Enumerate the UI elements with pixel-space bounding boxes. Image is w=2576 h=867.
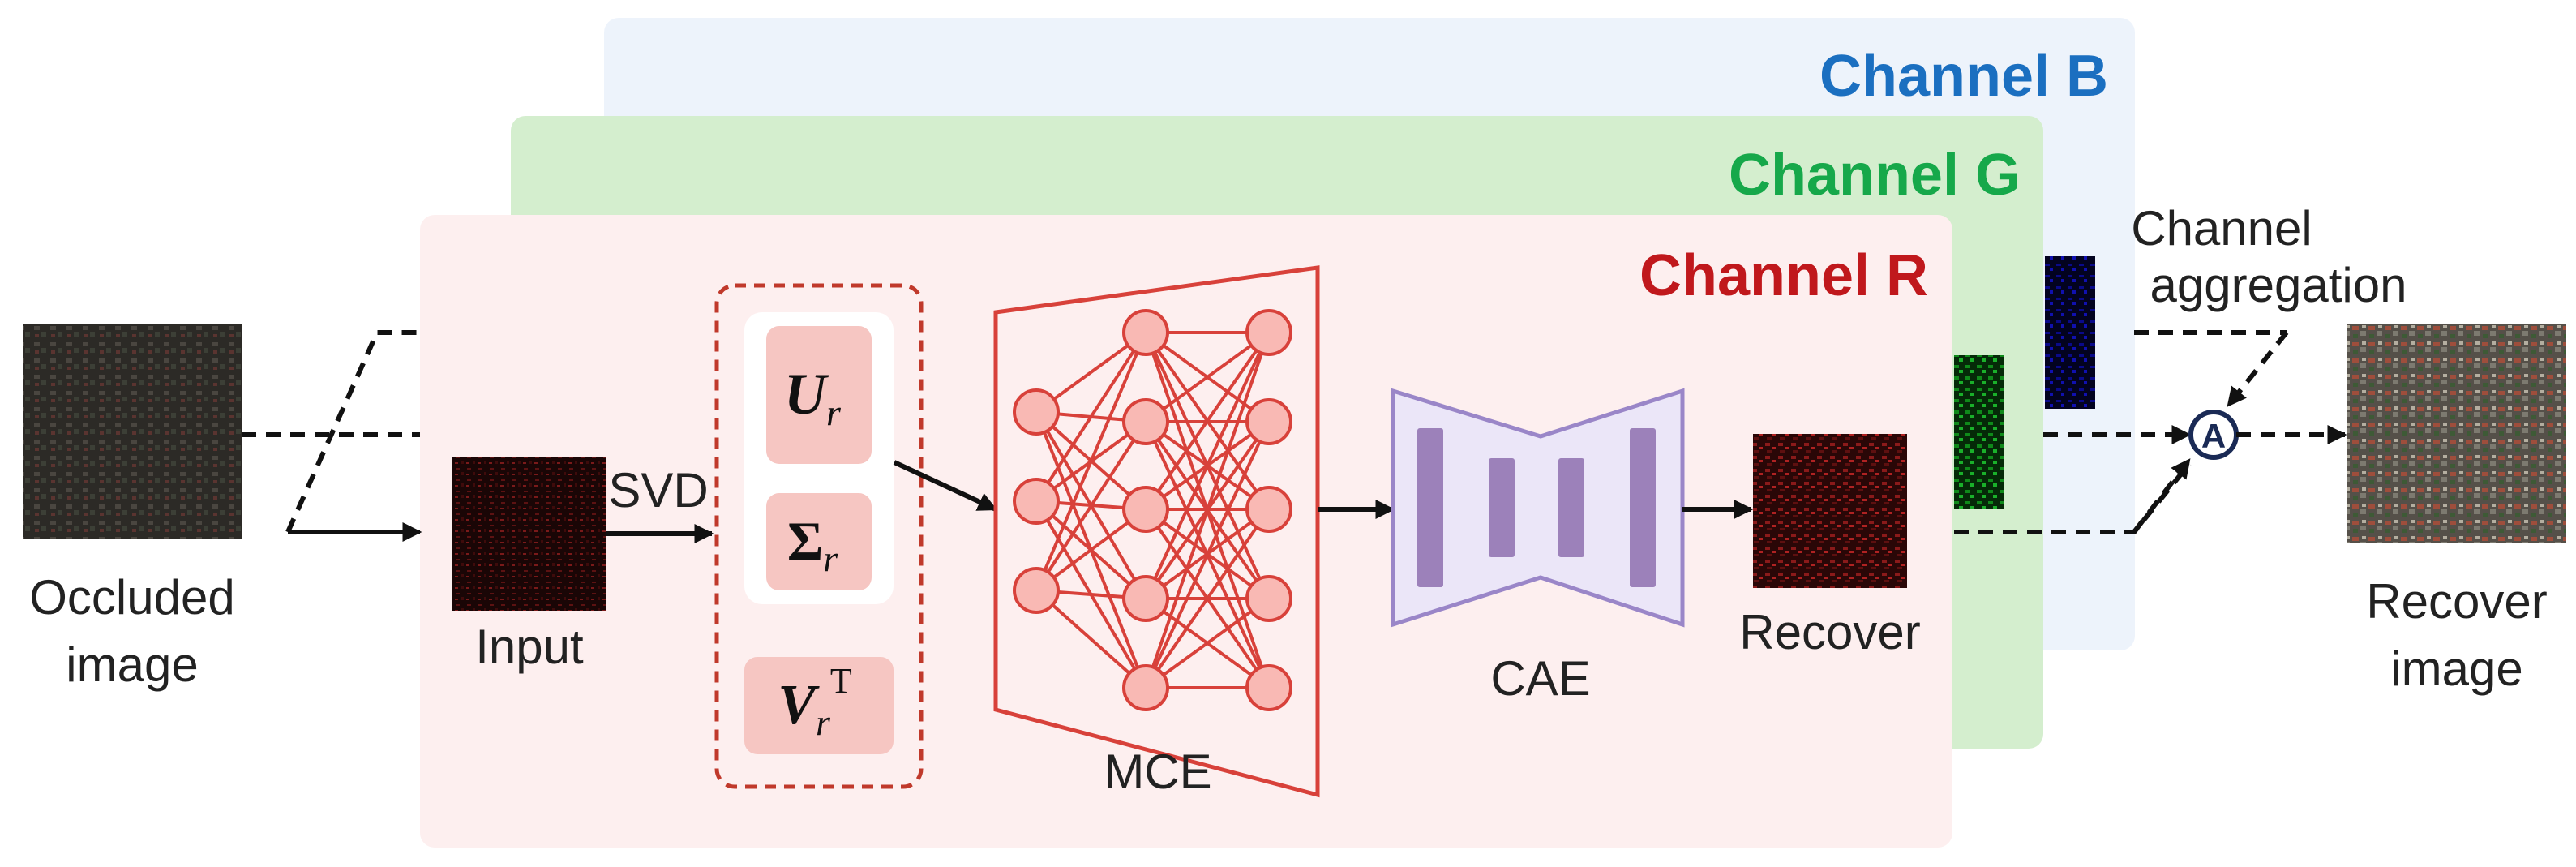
mce-edge	[1144, 597, 1271, 689]
occluded-image-label-line2: image	[66, 637, 198, 692]
input-image	[452, 457, 606, 611]
mce-edge	[1144, 508, 1271, 689]
cae-outline	[1391, 388, 1685, 628]
mce-edge	[1144, 332, 1271, 689]
mce-label: MCE	[1104, 745, 1211, 799]
mce-node-layer-2	[1122, 309, 1169, 356]
mce-edge	[1035, 332, 1147, 591]
mce-node-layer-3	[1245, 309, 1292, 356]
recover-label: Recover	[1739, 605, 1920, 659]
mce-node-layer-2	[1122, 398, 1169, 445]
mce-node-layer-2	[1122, 664, 1169, 711]
aggregation-label-line2: aggregation	[2150, 258, 2407, 312]
cae-layer-1	[1417, 428, 1443, 587]
recover-image-label-line1: Recover	[2366, 574, 2547, 629]
mce-network-nodes	[1013, 309, 1292, 711]
mce-edge	[1144, 331, 1271, 511]
channel-g-title: Channel G	[1729, 143, 2021, 208]
u-r-symbol: Ur	[784, 362, 842, 433]
channel-b-title: Channel B	[1819, 44, 2108, 109]
cae-layer-3	[1558, 458, 1584, 557]
recovered-image	[2347, 324, 2566, 543]
mce-edge	[1035, 589, 1147, 689]
mce-node-layer-3	[1245, 575, 1292, 622]
occluded-image-label-line1: Occluded	[29, 570, 234, 624]
channel-b-output-image	[2045, 256, 2095, 409]
channel-r-title: Channel R	[1639, 243, 1928, 308]
mce-node-layer-3	[1245, 664, 1292, 711]
mce-node-layer-1	[1013, 478, 1060, 525]
input-routing-lines	[242, 330, 420, 534]
u-r-box	[766, 326, 872, 464]
cae-layer-4	[1630, 428, 1656, 587]
mce-node-layer-3	[1245, 486, 1292, 533]
input-label: Input	[475, 620, 584, 674]
aggregation-label-line1: Channel	[2131, 201, 2312, 255]
b-to-aggregation-arrow	[2226, 331, 2289, 407]
recovered-red-channel-image	[1753, 434, 1907, 588]
v-r-t-symbol: VrT	[778, 661, 852, 743]
mce-trapezoid	[993, 265, 1320, 798]
mce-edge	[1035, 420, 1147, 592]
svd-label: SVD	[608, 463, 708, 517]
v-r-t-box	[744, 657, 894, 754]
cae-layer-2	[1489, 458, 1515, 557]
mce-node-layer-1	[1013, 388, 1060, 436]
recover-image-label-line2: image	[2390, 642, 2522, 696]
r-to-aggregation-arrow	[2132, 458, 2192, 534]
svd-component-group	[714, 283, 924, 789]
mce-edge	[1144, 331, 1271, 423]
mce-edge	[1144, 332, 1271, 599]
aggregation-operator-symbol: A	[2201, 417, 2226, 455]
mce-node-layer-3	[1245, 398, 1292, 445]
mce-edge	[1144, 421, 1271, 689]
mce-node-layer-2	[1122, 486, 1169, 533]
mce-edge	[1035, 331, 1147, 503]
channel-g-output-image	[1954, 355, 2004, 509]
cae-hourglass	[1393, 391, 1682, 624]
sigma-r-symbol: Σr	[787, 510, 838, 579]
mce-node-layer-2	[1122, 575, 1169, 622]
sigma-r-box	[766, 493, 872, 590]
occluded-image	[23, 324, 242, 539]
svd-to-mce-arrow	[893, 460, 998, 512]
mce-node-layer-1	[1013, 567, 1060, 614]
cae-label: CAE	[1490, 651, 1590, 706]
